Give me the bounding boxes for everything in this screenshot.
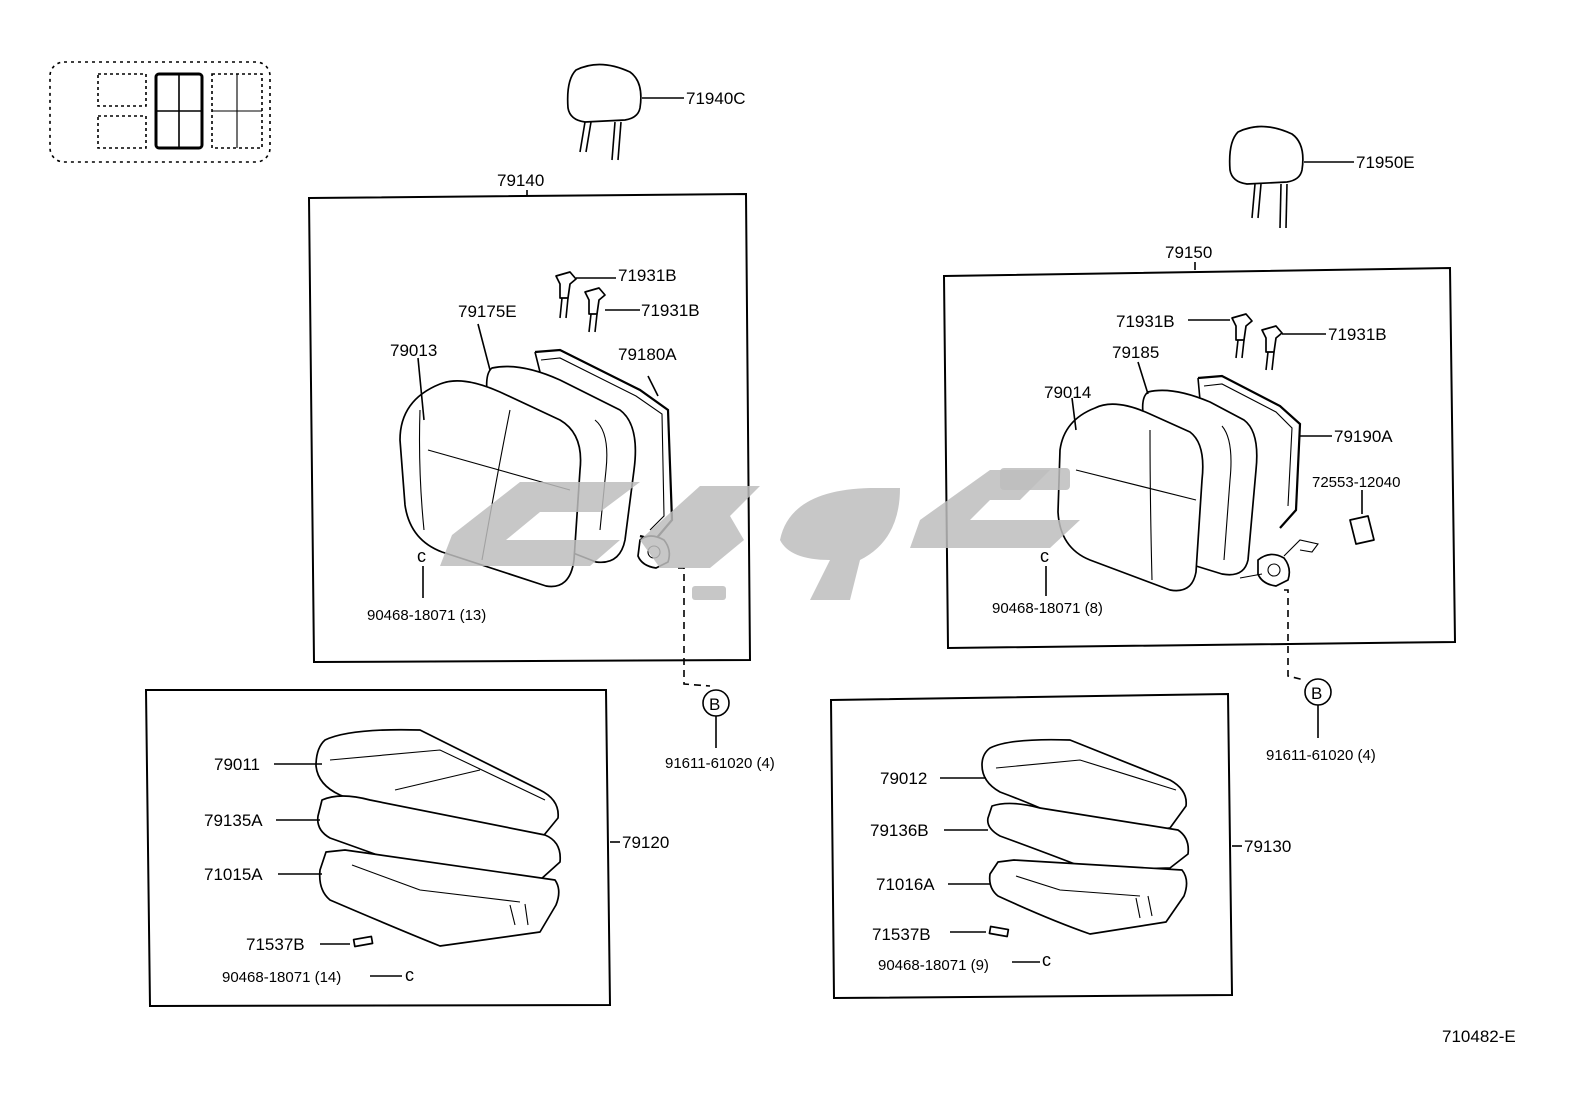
- label-71940c: 71940C: [686, 89, 746, 108]
- ref-b-left: B: [709, 695, 720, 714]
- seat-locator-icon: [49, 61, 271, 163]
- label-71931b-right-1: 71931B: [1116, 312, 1175, 331]
- label-79175e: 79175E: [458, 302, 517, 321]
- label-79135a: 79135A: [204, 811, 263, 830]
- ref-b-right: B: [1311, 684, 1322, 703]
- hog-ring-icon-cushion-left: c: [405, 965, 414, 985]
- label-79185: 79185: [1112, 343, 1159, 362]
- cushion-box-right: [829, 692, 1234, 1000]
- hog-ring-icon-right: c: [1040, 546, 1049, 566]
- recliner-right: [1239, 539, 1319, 587]
- cushion-frame-left: [318, 849, 560, 947]
- label-79150: 79150: [1165, 243, 1212, 262]
- label-71931b-right-2: 71931B: [1328, 325, 1387, 344]
- label-90468-18071-14: 90468-18071 (14): [222, 969, 341, 986]
- label-71015a: 71015A: [204, 865, 263, 884]
- lock-pin-right-1: [1188, 313, 1253, 359]
- lock-pin-right-2: [1261, 325, 1326, 371]
- label-79130: 79130: [1244, 837, 1291, 856]
- label-79140: 79140: [497, 171, 544, 190]
- label-90468-18071-9: 90468-18071 (9): [878, 957, 989, 974]
- seatback-frame-right: [1197, 374, 1302, 529]
- seatback-cover-right: [1057, 403, 1204, 592]
- label-72553-12040: 72553-12040: [1312, 474, 1400, 491]
- clip-right: [988, 925, 1010, 938]
- lock-pin-left-2: [584, 287, 640, 333]
- label-79012: 79012: [880, 769, 927, 788]
- label-71950e: 71950E: [1356, 153, 1415, 172]
- lock-pin-left-1: [555, 271, 616, 319]
- diagram-id: 710482-E: [1442, 1027, 1516, 1046]
- headrest-right: [1228, 125, 1354, 229]
- label-79136b: 79136B: [870, 821, 929, 840]
- cushion-frame-right: [988, 859, 1188, 935]
- seatback-cover-left: [399, 380, 582, 588]
- label-90468-18071-8: 90468-18071 (8): [992, 600, 1103, 617]
- hog-ring-icon-cushion-right: c: [1042, 950, 1051, 970]
- label-71537b-left: 71537B: [246, 935, 305, 954]
- watermark-logo: [440, 468, 1080, 600]
- label-71537b-right: 71537B: [872, 925, 931, 944]
- label-91611-61020-left: 91611-61020 (4): [665, 755, 775, 772]
- label-79014: 79014: [1044, 383, 1091, 402]
- headrest-left: [566, 63, 684, 161]
- label-79011: 79011: [214, 755, 260, 774]
- hog-ring-icon: c: [417, 546, 426, 566]
- label-71931b-left-1: 71931B: [618, 266, 677, 285]
- label-71016a: 71016A: [876, 875, 935, 894]
- label-90468-18071-13: 90468-18071 (13): [367, 607, 486, 624]
- clip-left: [352, 935, 374, 948]
- knob-right: [1349, 515, 1375, 545]
- label-79180a: 79180A: [618, 345, 677, 364]
- seatback-box-left: [307, 192, 752, 664]
- cushion-box-left: [144, 689, 612, 1008]
- label-91611-61020-right: 91611-61020 (4): [1266, 747, 1376, 764]
- label-79013: 79013: [390, 341, 437, 360]
- label-71931b-left-2: 71931B: [641, 301, 700, 320]
- label-79120: 79120: [622, 833, 669, 852]
- label-79190a: 79190A: [1334, 427, 1393, 446]
